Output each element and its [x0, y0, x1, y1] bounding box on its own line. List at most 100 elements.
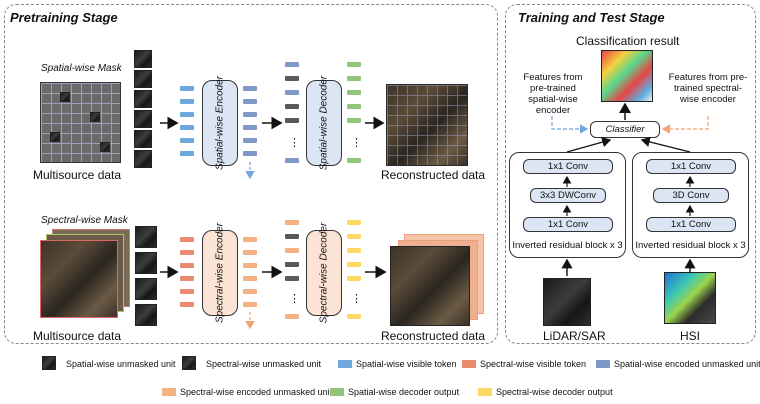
masked-token — [285, 76, 299, 81]
spectral-ellipsis: ⋮ — [289, 293, 300, 305]
legend-spectral-unit: Spectral-wise unmasked unit — [206, 359, 322, 369]
spectral-decoder: Spectral-wise Decoder — [306, 223, 342, 323]
spectral-layer — [40, 240, 118, 318]
spatial-encoded-token — [243, 138, 257, 143]
lidar-label: LiDAR/SAR — [543, 329, 606, 343]
legend-spatial-decoder-swatch — [330, 388, 344, 396]
spatial-encoded-token — [243, 86, 257, 91]
spectral-encoder: Spectral-wise Encoder — [202, 223, 238, 323]
legend-spectral-token: Spectral-wise visible token — [480, 359, 587, 369]
spectral-visible-token — [180, 250, 194, 255]
training-title: Training and Test Stage — [518, 10, 665, 25]
spatial-unmasked-unit — [90, 112, 100, 122]
spatial-decoder-output — [347, 158, 361, 163]
right-conv-bottom: 1x1 Conv — [646, 217, 736, 232]
spectral-encoded-token — [243, 302, 257, 307]
spatial-encoded-token — [243, 112, 257, 117]
spatial-visible-token — [180, 86, 194, 91]
spectral-decoder-output — [347, 220, 361, 225]
masked-token — [285, 118, 299, 123]
features-spatial-label: Features from pre-trained spatial-wise e… — [523, 72, 583, 116]
legend-spectral-decoder: Spectral-wise decoder output — [496, 387, 613, 397]
spatial-unit-cube — [134, 70, 152, 88]
spectral-decoder-output — [347, 314, 361, 319]
spectral-encoded-token — [243, 250, 257, 255]
training-panel — [505, 4, 756, 344]
left-conv-bottom: 1x1 Conv — [523, 217, 613, 232]
spectral-visible-token — [180, 302, 194, 307]
spectral-encoded-token — [285, 220, 299, 225]
spectral-unmasked-unit — [135, 252, 157, 274]
legend-spectral-decoder-swatch — [478, 388, 492, 396]
spatial-encoded-token — [285, 62, 299, 67]
spatial-unmasked-unit — [60, 92, 70, 102]
spatial-encoded-token — [243, 125, 257, 130]
spatial-ellipsis: ⋮ — [289, 137, 300, 149]
spectral-encoded-token — [243, 289, 257, 294]
spatial-encoded-token — [243, 99, 257, 104]
spectral-reconstructed-image — [390, 246, 470, 326]
classification-label: Classification result — [576, 34, 680, 48]
spatial-encoded-token — [285, 158, 299, 163]
spatial-reconstructed-grid — [386, 84, 468, 166]
spatial-decoder-output — [347, 118, 361, 123]
right-residual-block — [632, 152, 749, 258]
spatial-visible-token — [180, 151, 194, 156]
spectral-decoder-output — [347, 262, 361, 267]
spatial-encoder: Spatial-wise Encoder — [202, 76, 238, 170]
spatial-out-ellipsis: ⋮ — [351, 137, 362, 149]
spectral-unmasked-unit — [135, 304, 157, 326]
features-spectral-label: Features from pre-trained spectral-wise … — [668, 72, 748, 105]
spatial-decoder-output — [347, 104, 361, 109]
spectral-decoder-output — [347, 234, 361, 239]
legend-spectral-encoded: Spectral-wise encoded unmasked unit — [180, 387, 333, 397]
spatial-unit-cube — [134, 110, 152, 128]
spatial-visible-token — [180, 138, 194, 143]
classification-map — [601, 50, 653, 102]
spectral-decoder-output — [347, 248, 361, 253]
spectral-visible-token — [180, 276, 194, 281]
pretraining-title: Pretraining Stage — [10, 10, 118, 25]
spatial-visible-token — [180, 125, 194, 130]
left-block-label: Inverted residual block x 3 — [512, 240, 623, 251]
spatial-masked-grid — [40, 82, 121, 163]
spatial-decoder-output — [347, 76, 361, 81]
spatial-decoder-output — [347, 62, 361, 67]
left-dwconv: 3x3 DWConv — [530, 188, 606, 203]
spatial-decoder: Spatial-wise Decoder — [306, 76, 342, 170]
left-conv-top: 1x1 Conv — [523, 159, 613, 174]
pretraining-panel — [4, 4, 498, 344]
spectral-mask-label: Spectral-wise Mask — [41, 215, 128, 226]
legend-spatial-token: Spatial-wise visible token — [356, 359, 457, 369]
spectral-out-ellipsis: ⋮ — [351, 293, 362, 305]
spectral-decoder-output — [347, 276, 361, 281]
spectral-visible-token — [180, 289, 194, 294]
legend-spatial-token-swatch — [338, 360, 352, 368]
spectral-reconstructed-label: Reconstructed data — [381, 329, 486, 343]
spatial-unit-cube — [134, 50, 152, 68]
spatial-encoded-token — [285, 90, 299, 95]
spatial-encoded-token — [243, 151, 257, 156]
legend-spectral-token-swatch — [462, 360, 476, 368]
legend-spectral-unit-icon — [182, 356, 196, 370]
hsi-label: HSI — [680, 329, 701, 343]
right-conv-top: 1x1 Conv — [646, 159, 736, 174]
legend-spatial-decoder: Spatial-wise decoder output — [348, 387, 460, 397]
spectral-encoded-token — [243, 263, 257, 268]
spectral-encoded-token — [243, 276, 257, 281]
right-block-label: Inverted residual block x 3 — [635, 240, 746, 251]
hsi-cube — [664, 272, 716, 324]
spectral-encoded-token — [285, 314, 299, 319]
spectral-visible-token — [180, 263, 194, 268]
right-3dconv: 3D Conv — [653, 188, 729, 203]
masked-token — [285, 276, 299, 281]
spatial-unit-cube — [134, 90, 152, 108]
spectral-unmasked-unit — [135, 278, 157, 300]
spatial-visible-token — [180, 99, 194, 104]
spectral-multisource-label: Multisource data — [33, 329, 122, 343]
lidar-image — [543, 278, 591, 326]
spectral-unmasked-unit — [135, 226, 157, 248]
spatial-decoder-output — [347, 90, 361, 95]
spectral-visible-token — [180, 237, 194, 242]
